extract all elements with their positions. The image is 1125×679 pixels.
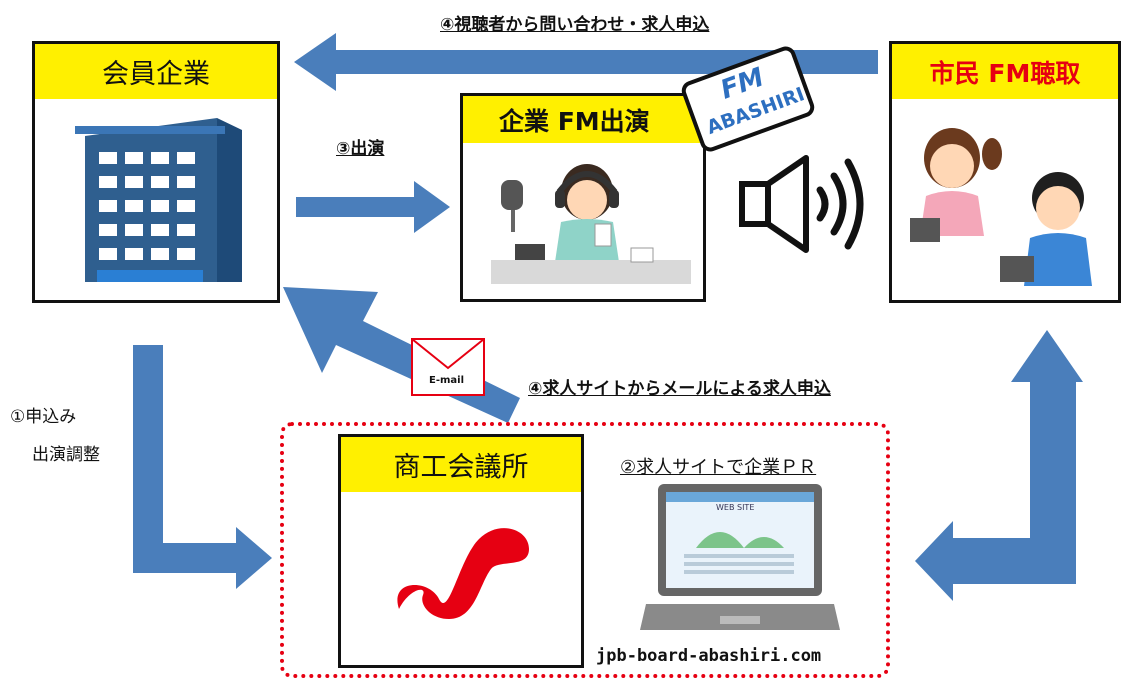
label-step4-viewer-inquiry: ④視聴者から問い合わせ・求人申込: [440, 15, 710, 35]
label-step1-line2: 出演調整: [32, 445, 100, 465]
office-building-icon: [75, 118, 242, 282]
arrow-viewer-inquiry: [294, 33, 878, 91]
chamber-logo-icon: [397, 528, 529, 619]
label-step2-site-pr: ②求人サイトで企業ＰＲ: [620, 457, 817, 478]
arrow-application-coordination: [133, 345, 272, 589]
speaker-icon: [739, 155, 864, 253]
label-step4-mail-application: ④求人サイトからメールによる求人申込: [528, 379, 831, 399]
chamber-title: 商工会議所: [341, 437, 581, 492]
email-icon-label: E-mail: [429, 375, 465, 386]
fm-appearance-box: 企業 FM出演: [460, 93, 706, 302]
children-listening-radio-icon: [910, 128, 1092, 286]
arrow-site-to-citizen: [915, 330, 1083, 601]
label-step1-line1: ①申込み: [10, 407, 77, 427]
member-company-title: 会員企業: [35, 44, 277, 99]
chamber-site-group: [280, 422, 890, 678]
citizen-listening-box: 市民 FM聴取: [889, 41, 1121, 303]
laptop-icon: [640, 484, 840, 630]
email-icon: E-mail: [411, 338, 485, 396]
radio-dj-icon: [491, 164, 691, 284]
member-company-box: 会員企業: [32, 41, 280, 303]
label-step3-appearance: ③出演: [336, 139, 385, 159]
site-url: jpb-board-abashiri.com: [596, 646, 822, 666]
chamber-box: 商工会議所: [338, 434, 584, 668]
citizen-listening-title: 市民 FM聴取: [892, 44, 1118, 99]
arrow-appearance: [296, 181, 450, 233]
laptop-screen-title: WEB SITE: [716, 503, 755, 512]
fm-appearance-title: 企業 FM出演: [463, 96, 703, 143]
email-envelope-icon: [411, 338, 485, 396]
